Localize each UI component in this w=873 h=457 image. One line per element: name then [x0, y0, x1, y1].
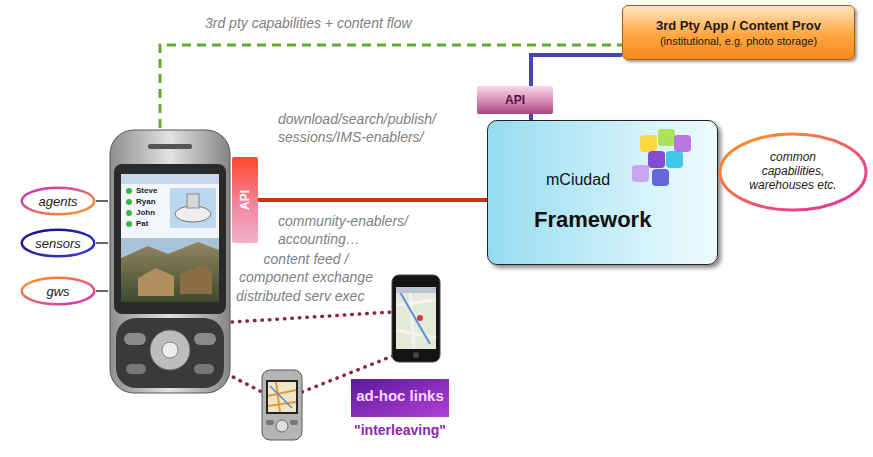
flow-label: community-enablers/ accounting… [278, 212, 443, 248]
node-text: John [136, 208, 155, 218]
connector [96, 290, 108, 292]
logo [488, 121, 717, 264]
node-text: API [238, 190, 252, 210]
connector [531, 55, 622, 86]
node-text: mCiudad [546, 171, 610, 189]
module-ellipse: sensors [20, 228, 96, 258]
phone-illustration [108, 128, 232, 395]
module-ellipse: agents [20, 186, 96, 216]
node-text: ad-hoc links [350, 387, 450, 404]
node-text: common capabilities, warehouses etc. [745, 151, 841, 192]
module-ellipse: gws [20, 276, 96, 306]
connector [258, 198, 487, 202]
capabilities-ellipse: common capabilities, warehouses etc. [718, 132, 868, 212]
api-box: API [232, 157, 258, 243]
node-text: API [505, 93, 525, 107]
provider-box: 3rd Pty App / Content Prov (institutional… [622, 5, 855, 60]
flow-label: download/search/publish/ sessions/IMS-en… [278, 110, 463, 146]
edge-label: 3rd pty capabilities + content flow [205, 14, 412, 32]
node-text: Ryan [136, 197, 156, 207]
flow-label: content feed / component exchange [236, 250, 376, 286]
node-text: Framework [534, 207, 651, 233]
node-text: (institutional, e.g. photo storage) [660, 35, 817, 47]
small-phone [262, 370, 302, 440]
phone-device: SteveRyanJohnPat [108, 128, 232, 395]
node-text: gws [46, 284, 69, 299]
connector [96, 200, 108, 202]
framework-box: mCiudadFramework [487, 120, 718, 265]
adhoc-badge: ad-hoc links "interleaving" [350, 378, 450, 444]
touch-phone [392, 275, 440, 362]
node-text: sensors [35, 236, 81, 251]
node-text: Steve [136, 186, 157, 196]
node-text: Pat [136, 219, 148, 229]
node-text: 3rd Pty App / Content Prov [656, 18, 821, 33]
node-text: "interleaving" [350, 422, 450, 438]
api-box: API [477, 86, 553, 114]
connector [96, 242, 108, 244]
flow-label: distributed serv exec [236, 287, 386, 305]
node-text: agents [38, 194, 77, 209]
